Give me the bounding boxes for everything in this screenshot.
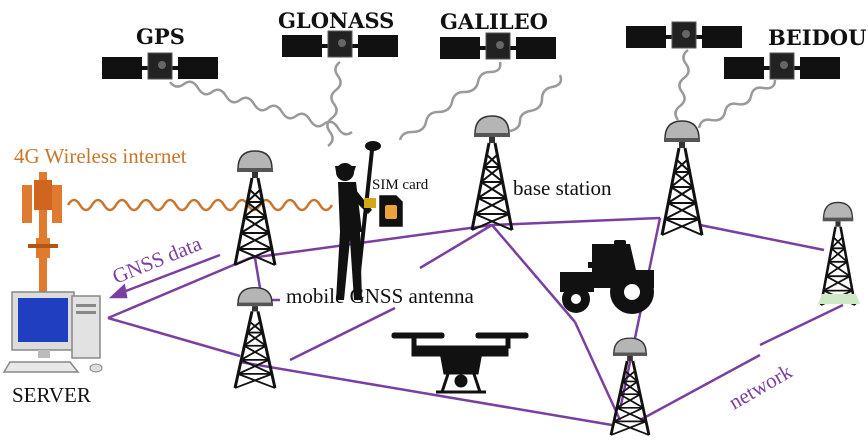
surveyor-icon — [335, 141, 381, 301]
gnss-tower-icon — [470, 114, 514, 232]
satellite-icon — [101, 52, 219, 80]
signal-gps — [169, 80, 353, 136]
tractor-icon — [560, 240, 654, 314]
gnss-tower-icon — [233, 286, 277, 390]
satellite-gps — [101, 52, 219, 80]
label-gps: GPS — [136, 24, 185, 49]
satellite-galileo — [439, 32, 557, 60]
wireless-label: 4G Wireless internet — [14, 144, 187, 168]
satellite-icon — [625, 21, 743, 49]
sim-card-label: SIM card — [372, 177, 429, 193]
gnss-tower-icon — [819, 201, 857, 307]
network-links — [107, 216, 844, 427]
drone-icon — [391, 332, 529, 394]
satellite-icon — [723, 52, 841, 80]
tower-base-pad — [818, 294, 860, 304]
wireless-wave — [66, 198, 334, 212]
satellite-glonass — [281, 30, 399, 58]
base-station-label: base station — [513, 176, 612, 200]
label-beidou: BEIDOU — [768, 25, 866, 50]
satellite-icon — [281, 30, 399, 58]
gnss-tower-icon — [660, 119, 704, 237]
signal-glonass — [326, 61, 342, 147]
signal-beidou-2 — [697, 79, 777, 129]
mobile-antenna-label: mobile GNSS antenna — [286, 284, 474, 308]
gnss-tower-icon — [233, 149, 277, 267]
cell-tower-icon — [22, 172, 62, 302]
satellite-signals — [169, 49, 777, 147]
signal-galileo — [398, 61, 502, 141]
label-galileo: GALILEO — [440, 9, 548, 34]
satellite-beidou-2 — [723, 52, 841, 80]
gnss-data-arrow — [108, 253, 221, 299]
satellite-beidou-1 — [625, 21, 743, 49]
sim-card-icon — [379, 195, 403, 227]
satellite-icon — [439, 32, 557, 60]
server-computer-icon — [2, 291, 103, 373]
label-glonass: GLONASS — [278, 8, 394, 33]
gnss-tower-icon — [609, 336, 651, 437]
server-label: SERVER — [12, 383, 91, 407]
signal-beidou-1 — [674, 49, 690, 121]
signal-glonass-base — [509, 74, 563, 133]
